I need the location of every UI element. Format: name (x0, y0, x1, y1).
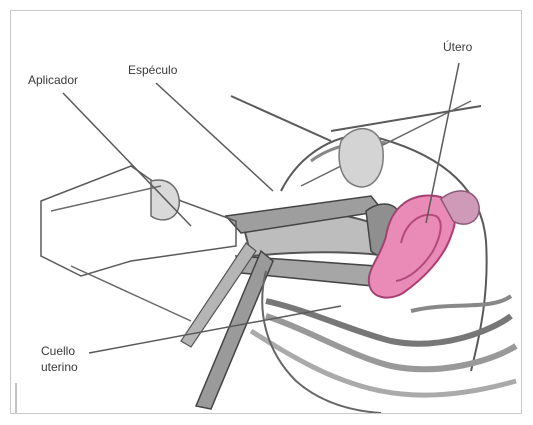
label-cuello-line1: Cuello (41, 343, 78, 359)
leader-aplicador (63, 93, 191, 226)
rectum-loop-4 (411, 296, 511, 311)
label-cuello-uterino: Cuello uterino (41, 343, 78, 375)
diagram-frame: Aplicador Espéculo Útero Cuello uterino (10, 10, 522, 414)
upper-line-1 (231, 96, 331, 141)
rectum-loop-1 (266, 301, 511, 344)
anatomy-illustration (11, 11, 522, 414)
applicator-line-1 (71, 266, 191, 321)
label-aplicador: Aplicador (28, 72, 78, 88)
bladder-shape (339, 129, 383, 187)
label-especulo: Espéculo (128, 62, 177, 78)
upper-line-2 (331, 106, 481, 131)
applicator-outline (41, 166, 236, 276)
label-utero: Útero (443, 39, 472, 55)
applicator-line-2 (51, 186, 161, 211)
label-cuello-line2: uterino (41, 359, 78, 375)
leader-especulo (156, 83, 273, 191)
